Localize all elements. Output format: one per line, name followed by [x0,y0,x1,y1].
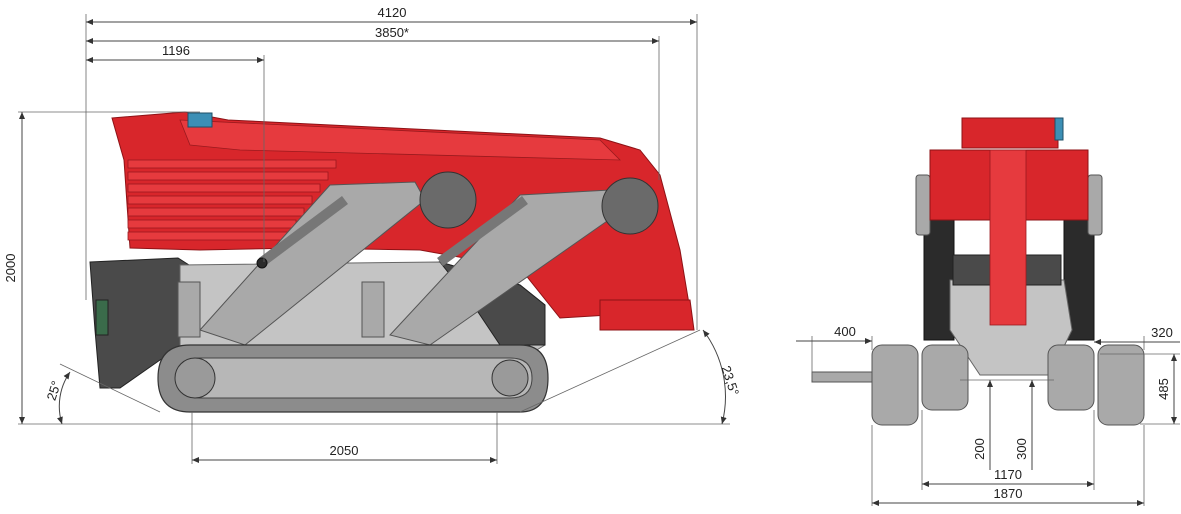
front-jib [599,299,695,331]
boom-section-1 [127,159,337,169]
pivot-pin [256,257,268,269]
dim-height: 2000 [3,254,18,283]
dim-track-gauge: 1170 [994,467,1022,482]
dim-side-extension: 320 [1151,325,1173,340]
cylinder-front [437,195,528,267]
outrigger-arm-rear [199,181,426,346]
mast-top [961,117,1059,149]
boom-section-5 [127,207,305,217]
wheel-right-inner [1047,344,1095,411]
track-frame [175,357,533,399]
pad-left [915,174,931,236]
departure-angle-arc [702,329,727,425]
dim-clearance-a: 200 [972,438,987,460]
dim-outrigger-extension: 400 [834,324,856,339]
approach-angle-arc [57,371,71,425]
departure-angle-line [519,329,701,413]
outrigger-pad-front [601,177,659,235]
front-view-machine [811,117,1145,426]
dim-clearance-b: 300 [1014,438,1029,460]
rear-engine-cover [89,257,201,389]
strut-right [361,281,385,338]
boom-section-4 [127,195,313,205]
approach-angle-line [59,363,161,413]
cylinder-rear [259,195,348,267]
front-view-dimensions: 400 320 485 200 300 1170 1870 [796,324,1180,506]
mast-column [989,149,1027,326]
dim-overall-length: 4120 [378,5,407,20]
track-idler [491,359,529,397]
side-view-machine [18,111,730,425]
dim-overall-width: 1870 [994,486,1023,501]
wheel-right-outer [1097,344,1145,426]
outrigger-beam-left [811,371,877,383]
strut-left [177,281,201,338]
dim-departure-angle: 23,5° [718,364,742,398]
boom-section-2 [127,171,329,181]
wheel-left-outer [871,344,919,426]
dim-track-length: 2050 [330,443,359,458]
boom-section-6 [127,219,297,229]
control-box [187,112,213,128]
track-sprocket [174,357,216,399]
rear-green-panel [95,299,109,336]
boom-section-3 [127,183,321,193]
dim-pad-height: 485 [1156,378,1171,400]
dim-front-offset: 1196 [162,43,190,58]
side-view-dimensions: 4120 3850* 1196 2000 2050 25° 23,5° [3,5,742,464]
pad-right [1087,174,1103,236]
wheel-left-inner [921,344,969,411]
mast-control [1054,117,1064,141]
outrigger-pad-rear [419,171,477,229]
upper-boom-beam [179,119,621,161]
dim-length-marked: 3850* [375,25,409,40]
dim-approach-angle: 25° [44,379,64,402]
